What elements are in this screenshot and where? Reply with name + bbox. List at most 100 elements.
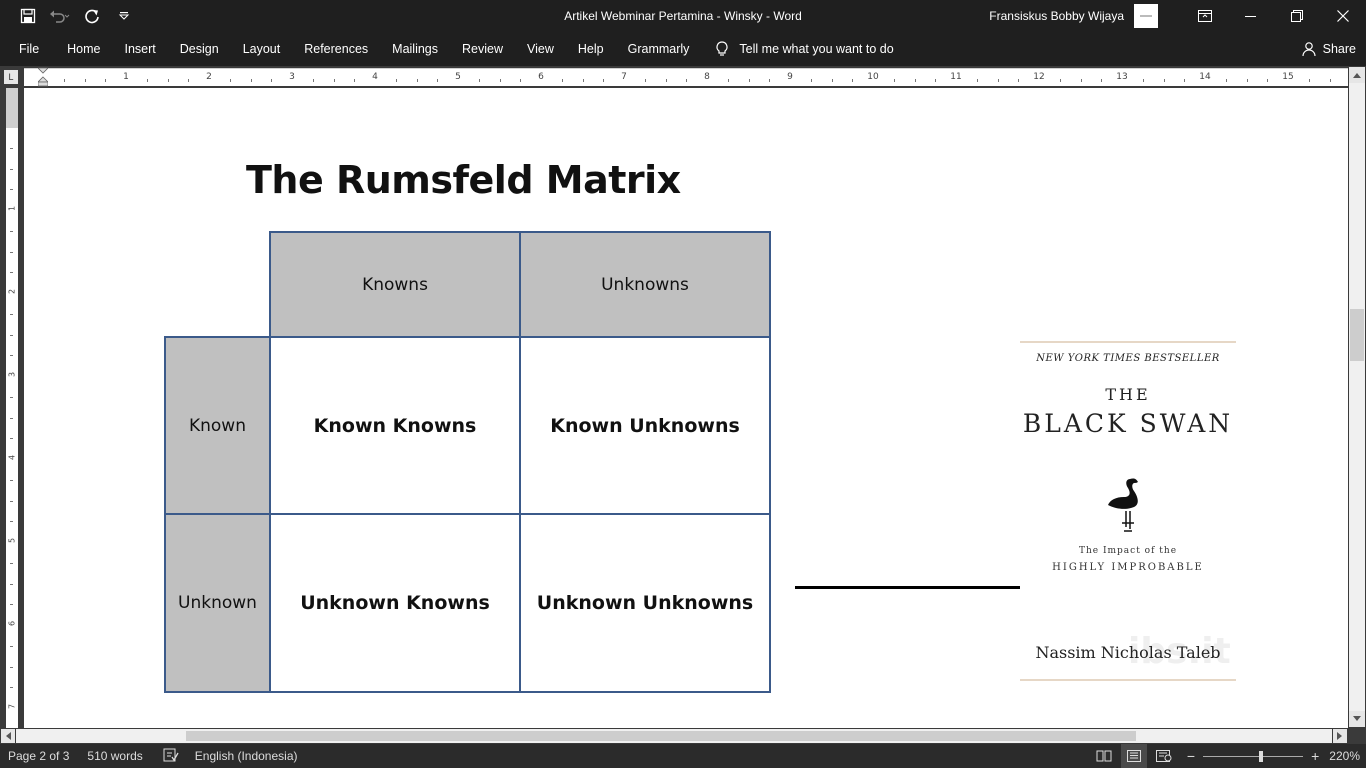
chevron-right-icon bbox=[1337, 732, 1342, 740]
cell-unknown-knowns[interactable]: Unknown Knowns bbox=[269, 513, 521, 693]
row-header-unknown[interactable]: Unknown bbox=[164, 513, 271, 693]
ruler-tick bbox=[10, 584, 13, 585]
tell-me-search[interactable]: Tell me what you want to do bbox=[701, 32, 905, 66]
ruler-tick bbox=[520, 79, 521, 82]
ruler-tick bbox=[915, 79, 916, 82]
zoom-out-button[interactable]: − bbox=[1186, 748, 1196, 764]
ruler-tick bbox=[666, 79, 667, 82]
indent-marker[interactable] bbox=[38, 67, 48, 87]
tab-references[interactable]: References bbox=[304, 42, 369, 56]
ruler-tick bbox=[271, 79, 272, 82]
web-layout-button[interactable] bbox=[1151, 744, 1177, 768]
book-cover-image[interactable]: NEW YORK TIMES BESTSELLER THE BLACK SWAN… bbox=[1020, 333, 1236, 683]
chevron-left-icon bbox=[6, 732, 11, 740]
arrow-shape[interactable] bbox=[794, 576, 1044, 600]
customize-toolbar-button[interactable] bbox=[108, 0, 140, 32]
tab-review[interactable]: Review bbox=[462, 42, 504, 56]
ruler-tick bbox=[10, 418, 13, 419]
user-name[interactable]: Fransiskus Bobby Wijaya bbox=[989, 9, 1124, 23]
ribbon-display-options-button[interactable] bbox=[1182, 0, 1228, 32]
ruler-tick bbox=[603, 79, 604, 82]
ruler-mark: 7 bbox=[7, 703, 17, 710]
save-button[interactable] bbox=[12, 0, 44, 32]
minimize-button[interactable] bbox=[1228, 0, 1274, 32]
tab-file[interactable]: File bbox=[19, 42, 40, 56]
web-icon bbox=[1155, 750, 1172, 762]
tab-selector-button[interactable]: L bbox=[4, 70, 18, 84]
tab-design[interactable]: Design bbox=[179, 42, 219, 56]
zoom-level[interactable]: 220% bbox=[1329, 749, 1360, 763]
tab-insert[interactable]: Insert bbox=[124, 42, 156, 56]
avatar[interactable] bbox=[1134, 4, 1158, 28]
ruler-tick bbox=[769, 79, 770, 82]
tab-grammarly[interactable]: Grammarly bbox=[627, 42, 690, 56]
ruler-tick bbox=[500, 79, 501, 82]
scroll-up-button[interactable] bbox=[1349, 67, 1365, 83]
ruler-tick bbox=[832, 79, 833, 82]
page-indicator[interactable]: Page 2 of 3 bbox=[8, 749, 70, 763]
ruler-tick bbox=[811, 79, 812, 82]
ruler-tick bbox=[10, 169, 13, 170]
restore-button[interactable] bbox=[1274, 0, 1320, 32]
scroll-down-button[interactable] bbox=[1349, 711, 1365, 727]
black-swan-icon bbox=[1108, 478, 1138, 532]
ruler-tick bbox=[10, 501, 13, 502]
row-header-known[interactable]: Known bbox=[164, 336, 271, 515]
print-layout-button[interactable] bbox=[1120, 744, 1147, 768]
ruler-tick bbox=[686, 79, 687, 82]
vertical-scrollbar[interactable] bbox=[1348, 66, 1366, 728]
tab-mailings[interactable]: Mailings bbox=[392, 42, 439, 56]
tab-layout[interactable]: Layout bbox=[242, 42, 281, 56]
book-subtitle-2: HIGHLY IMPROBABLE bbox=[1052, 562, 1204, 573]
close-button[interactable] bbox=[1320, 0, 1366, 32]
status-bar: Page 2 of 3 510 words English (Indonesia… bbox=[0, 744, 1366, 768]
cell-known-unknowns[interactable]: Known Unknowns bbox=[519, 336, 771, 515]
word-count[interactable]: 510 words bbox=[87, 749, 143, 763]
ruler-tick bbox=[10, 438, 13, 439]
page-title[interactable]: The Rumsfeld Matrix bbox=[246, 158, 681, 202]
horizontal-scrollbar[interactable] bbox=[0, 728, 1366, 744]
tab-home[interactable]: Home bbox=[67, 42, 101, 56]
ruler-tick bbox=[10, 189, 13, 190]
col-header-knowns[interactable]: Knowns bbox=[269, 231, 521, 338]
undo-button[interactable] bbox=[44, 0, 76, 32]
zoom-in-button[interactable]: + bbox=[1311, 748, 1320, 764]
col-header-unknowns[interactable]: Unknowns bbox=[519, 231, 771, 338]
ruler-mark: 9 bbox=[787, 72, 793, 82]
ruler-tick bbox=[1184, 79, 1185, 82]
ruler-tick bbox=[1247, 79, 1248, 82]
quick-access-toolbar bbox=[0, 0, 140, 32]
book-bestseller-label: NEW YORK TIMES BESTSELLER bbox=[1036, 353, 1220, 364]
redo-button[interactable] bbox=[76, 0, 108, 32]
scroll-right-button[interactable] bbox=[1333, 729, 1347, 743]
zoom-slider[interactable] bbox=[1203, 750, 1304, 762]
tab-view[interactable]: View bbox=[527, 42, 554, 56]
ribbon-display-icon bbox=[1198, 10, 1212, 22]
ruler-tick bbox=[10, 521, 13, 522]
horizontal-scroll-thumb[interactable] bbox=[186, 731, 1136, 741]
read-mode-button[interactable] bbox=[1091, 744, 1117, 768]
tab-help[interactable]: Help bbox=[577, 42, 604, 56]
proofing-icon[interactable] bbox=[163, 748, 179, 765]
ruler-tick bbox=[10, 563, 13, 564]
book-icon bbox=[1096, 750, 1112, 762]
scroll-left-button[interactable] bbox=[1, 729, 15, 743]
language-indicator[interactable]: English (Indonesia) bbox=[194, 749, 298, 763]
ruler-mark: 12 bbox=[1033, 72, 1045, 82]
ruler-tick bbox=[334, 79, 335, 82]
ruler-tick bbox=[1101, 79, 1102, 82]
share-button[interactable]: Share bbox=[1301, 32, 1356, 66]
zoom-slider-thumb[interactable] bbox=[1259, 750, 1264, 762]
ruler-tick bbox=[935, 79, 936, 82]
page-icon bbox=[1126, 750, 1141, 762]
ruler-tick bbox=[749, 79, 750, 82]
cell-known-knowns[interactable]: Known Knowns bbox=[269, 336, 521, 515]
vertical-scroll-thumb[interactable] bbox=[1350, 309, 1364, 361]
close-icon bbox=[1337, 10, 1349, 22]
cell-unknown-unknowns[interactable]: Unknown Unknowns bbox=[519, 513, 771, 693]
ruler-tick bbox=[1309, 79, 1310, 82]
document-page[interactable]: The Rumsfeld Matrix Knowns Unknowns Know… bbox=[24, 88, 1348, 728]
ruler-tick bbox=[147, 79, 148, 82]
